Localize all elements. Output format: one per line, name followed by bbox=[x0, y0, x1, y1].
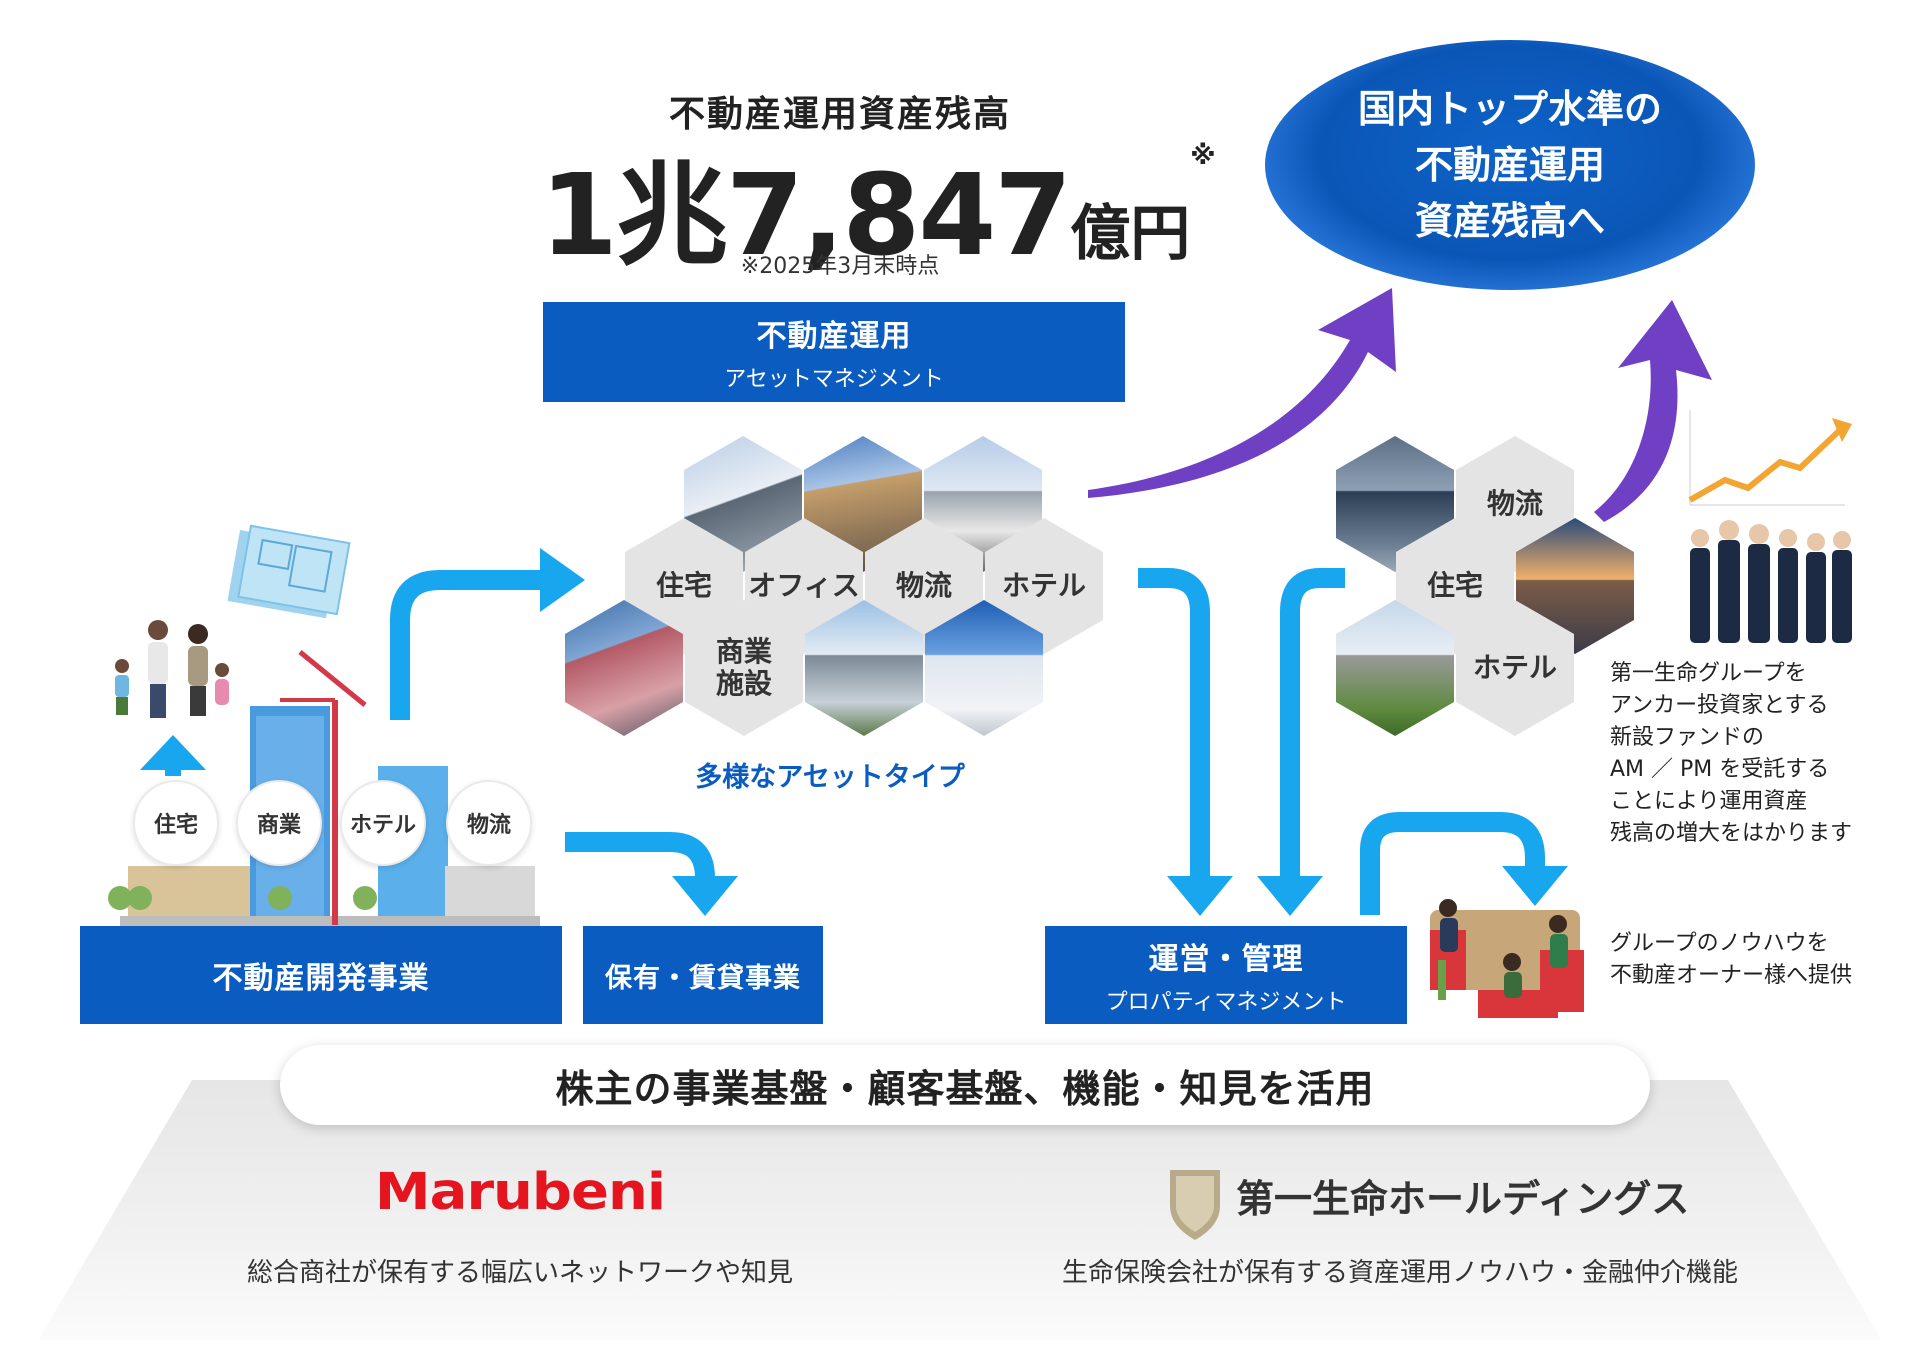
purple-arrow-left bbox=[1088, 288, 1396, 498]
knowhow-line: グループのノウハウを bbox=[1610, 931, 1829, 956]
development-title: 不動産開発事業 bbox=[212, 961, 430, 996]
knowhow-description: グループのノウハウを 不動産オーナー様へ提供 bbox=[1610, 928, 1852, 992]
circle-logistics: 物流 bbox=[446, 780, 532, 866]
aum-value: 1兆7,847億円 ※ bbox=[540, 125, 1215, 287]
aum-value-main: 1兆 bbox=[540, 151, 728, 281]
fund-line: 残高の増大をはかります bbox=[1610, 821, 1853, 846]
goal-line-1: 国内トップ水準の bbox=[1357, 87, 1662, 131]
aum-asterisk: ※ bbox=[1190, 141, 1216, 171]
knowhow-line: 不動産オーナー様へ提供 bbox=[1610, 963, 1853, 988]
property-management-box: 運営・管理 プロパティマネジメント bbox=[1045, 926, 1407, 1024]
cyan-arrow-hex-to-pm bbox=[1138, 568, 1210, 880]
fund-line: AM ／ PM を受託する bbox=[1610, 757, 1830, 782]
asset-management-subtitle: アセットマネジメント bbox=[724, 367, 944, 392]
marubeni-logo: Marubeni bbox=[374, 1163, 666, 1222]
growth-chart-illustration bbox=[1688, 410, 1852, 506]
goal-line-2: 不動産運用 bbox=[1414, 143, 1605, 187]
aum-value-unit: 億円 bbox=[1070, 199, 1191, 269]
cyan-arrowhead-2 bbox=[672, 876, 738, 916]
circle-residential: 住宅 bbox=[133, 780, 219, 866]
dai-ichi-emblem-icon bbox=[1170, 1170, 1220, 1240]
dai-ichi-logo-text: 第一生命ホールディングス bbox=[1236, 1177, 1690, 1221]
property-management-subtitle: プロパティマネジメント bbox=[1105, 990, 1347, 1015]
dai-ichi-description: 生命保険会社が保有する資産運用ノウハウ・金融仲介機能 bbox=[1061, 1258, 1738, 1288]
cyan-arrowhead-5 bbox=[1502, 866, 1568, 906]
asset-types-caption: 多様なアセットタイプ bbox=[695, 762, 965, 793]
cyan-arrow-dev-to-am bbox=[390, 570, 540, 720]
hex-commercial: 商業 施設 bbox=[685, 600, 803, 736]
meeting-illustration bbox=[1430, 899, 1584, 1018]
fund-line: 第一生命グループを bbox=[1610, 661, 1807, 686]
cyan-arrow-pm-to-owner bbox=[1360, 812, 1545, 915]
aum-note: ※2025年3月末時点 bbox=[740, 254, 940, 279]
fund-line: アンカー投資家とする bbox=[1610, 693, 1829, 718]
circle-hotel: ホテル bbox=[340, 780, 426, 866]
fund-line: 新設ファンドの bbox=[1610, 725, 1765, 750]
cyan-arrow-right-to-pm bbox=[1280, 568, 1345, 880]
hex-photo-hotel bbox=[925, 600, 1043, 736]
foundation-pill: 株主の事業基盤・顧客基盤、機能・知見を活用 bbox=[280, 1045, 1650, 1125]
asset-management-title: 不動産運用 bbox=[756, 319, 912, 354]
circle-commercial: 商業 bbox=[236, 780, 322, 866]
hex-photo-office-2 bbox=[805, 600, 923, 736]
goal-oval: 国内トップ水準の 不動産運用 資産残高へ bbox=[1265, 40, 1755, 290]
cyan-arrowhead-3 bbox=[1167, 876, 1233, 916]
family-illustration bbox=[115, 620, 229, 718]
marubeni-description: 総合商社が保有する幅広いネットワークや知見 bbox=[246, 1258, 793, 1288]
hex-photo-commercial bbox=[565, 600, 683, 736]
holding-title: 保有・賃貸事業 bbox=[605, 962, 801, 994]
aum-value-number: 7,847 bbox=[725, 151, 1072, 281]
cyan-arrowhead-up bbox=[140, 735, 206, 770]
business-team-illustration bbox=[1690, 520, 1852, 643]
aum-label: 不動産運用資産残高 bbox=[668, 94, 1011, 135]
cyan-arrowhead-4 bbox=[1257, 876, 1323, 916]
holding-box: 保有・賃貸事業 bbox=[583, 926, 823, 1024]
fund-description: 第一生命グループを アンカー投資家とする 新設ファンドの AM ／ PM を受託… bbox=[1610, 658, 1852, 850]
purple-arrow-right bbox=[1594, 300, 1712, 522]
development-box: 不動産開発事業 bbox=[80, 926, 562, 1024]
goal-line-3: 資産残高へ bbox=[1414, 199, 1605, 243]
property-management-title: 運営・管理 bbox=[1148, 942, 1304, 977]
cyan-arrowhead-1 bbox=[540, 548, 585, 612]
fund-line: ことにより運用資産 bbox=[1610, 789, 1808, 814]
asset-management-box: 不動産運用 アセットマネジメント bbox=[543, 302, 1125, 402]
cyan-arrow-dev-to-hold bbox=[565, 832, 715, 880]
blueprint-illustration bbox=[227, 524, 351, 619]
